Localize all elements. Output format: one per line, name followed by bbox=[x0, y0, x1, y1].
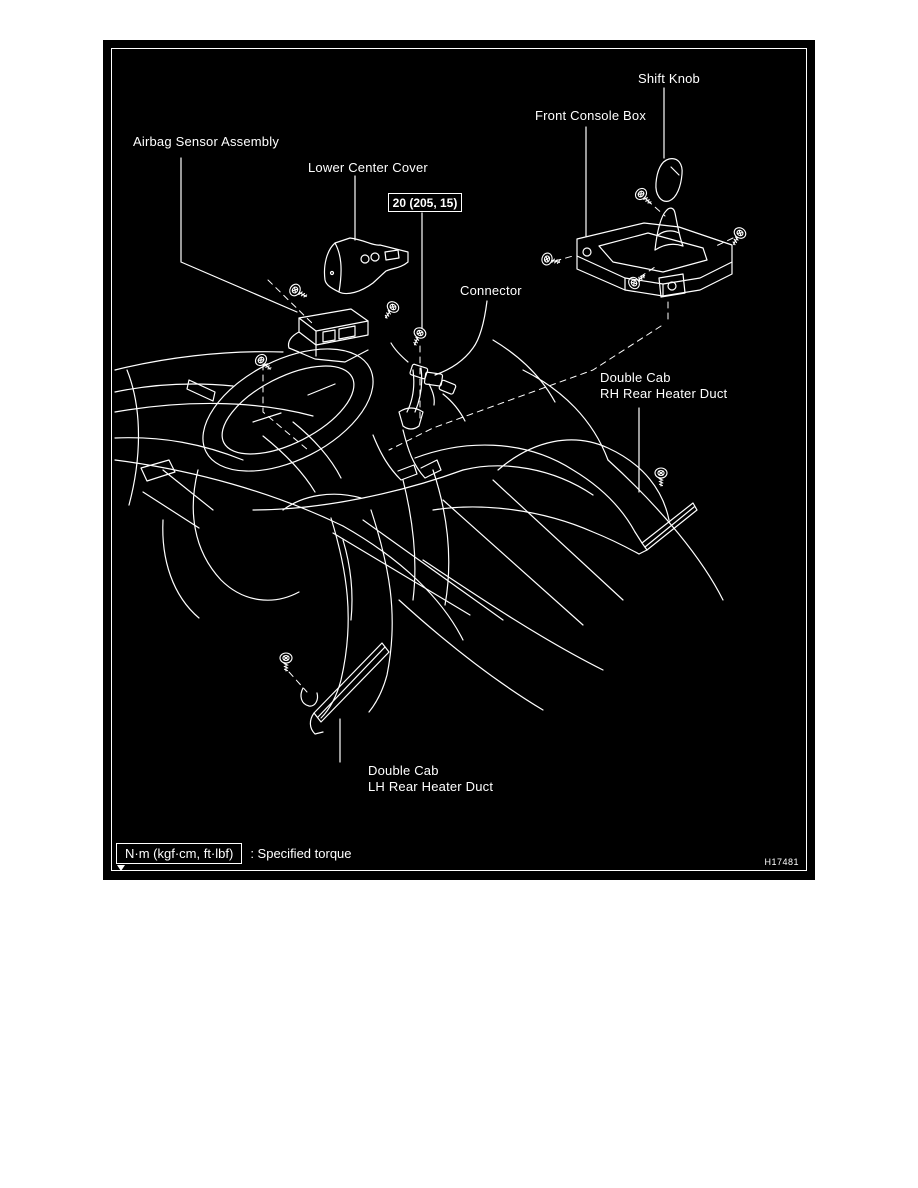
label-lower-center-cover: Lower Center Cover bbox=[308, 160, 428, 175]
label-airbag-sensor-assembly: Airbag Sensor Assembly bbox=[133, 134, 280, 149]
lh-heater-duct-drawing bbox=[162, 469, 624, 735]
label-shift-knob: Shift Knob bbox=[638, 71, 700, 86]
screw-icon bbox=[287, 281, 310, 303]
leader-connector bbox=[434, 300, 488, 376]
screw-icon bbox=[408, 325, 429, 348]
label-front-console-box: Front Console Box bbox=[535, 108, 647, 123]
figure-id: H17481 bbox=[764, 857, 799, 867]
torque-legend-box: N·m (kgf·cm, ft·lbf) bbox=[116, 843, 243, 864]
connector-drawing bbox=[390, 342, 466, 422]
diagram-panel: Shift Knob Front Console Box Airbag Sens… bbox=[103, 40, 815, 880]
torque-spec-callout: 20 (205, 15) bbox=[388, 193, 462, 212]
console-assembly-drawing bbox=[540, 158, 749, 298]
dashboard-steering-drawing bbox=[114, 339, 609, 606]
exploded-diagram-art bbox=[114, 87, 749, 763]
screw-icon bbox=[654, 467, 668, 487]
label-lh-duct-line1: Double Cab bbox=[368, 763, 439, 778]
torque-legend: N·m (kgf·cm, ft·lbf) : Specified torque bbox=[116, 843, 352, 864]
torque-legend-description: : Specified torque bbox=[250, 846, 352, 861]
label-rh-duct-line1: Double Cab bbox=[600, 370, 671, 385]
label-lh-duct-line2: LH Rear Heater Duct bbox=[368, 779, 494, 794]
leader-lines bbox=[180, 87, 665, 763]
lower-center-cover-drawing bbox=[287, 237, 409, 322]
label-connector: Connector bbox=[460, 283, 522, 298]
label-lh-rear-heater-duct: Double Cab LH Rear Heater Duct bbox=[368, 763, 493, 795]
screw-icon bbox=[727, 225, 749, 248]
screw-icon bbox=[380, 298, 402, 322]
dashed-assembly-lines bbox=[262, 199, 734, 693]
leader-airbag-sensor bbox=[180, 157, 298, 313]
airbag-sensor-drawing bbox=[252, 308, 429, 375]
screw-icon bbox=[279, 652, 293, 672]
rh-heater-duct-drawing bbox=[414, 439, 724, 601]
label-rh-rear-heater-duct: Double Cab RH Rear Heater Duct bbox=[600, 370, 727, 402]
label-rh-duct-line2: RH Rear Heater Duct bbox=[600, 386, 728, 401]
legend-pointer-arrow bbox=[117, 865, 125, 871]
